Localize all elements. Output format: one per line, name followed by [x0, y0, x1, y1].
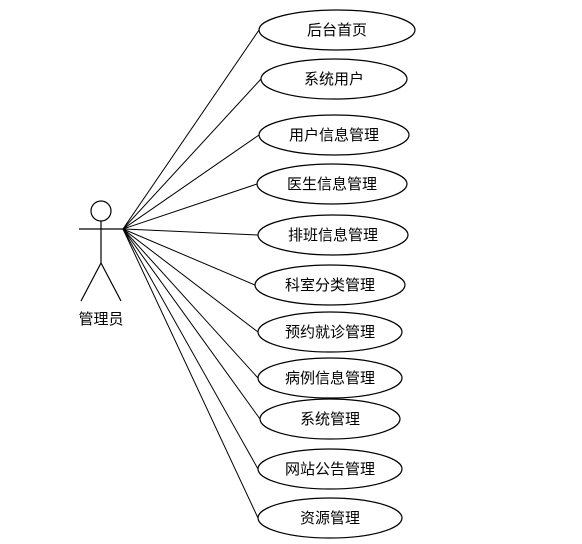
use-case-ellipse — [257, 214, 409, 256]
actor-head — [90, 200, 112, 222]
use-case: 资源管理 — [257, 497, 403, 539]
use-case: 网站公告管理 — [257, 448, 403, 490]
use-case-ellipse — [258, 114, 410, 156]
association-line — [122, 228, 261, 420]
actor-label: 管理员 — [78, 310, 123, 328]
use-case: 排班信息管理 — [257, 214, 409, 256]
use-case-ellipse — [259, 398, 401, 440]
association-line — [122, 228, 256, 286]
use-case-label: 预约就诊管理 — [285, 323, 375, 341]
use-case-ellipse — [258, 9, 416, 51]
use-case: 后台首页 — [258, 9, 416, 51]
use-case-label: 后台首页 — [307, 21, 367, 39]
use-case: 医生信息管理 — [256, 163, 408, 205]
use-case: 系统管理 — [259, 398, 401, 440]
use-case-ellipse — [256, 163, 408, 205]
use-case-label: 系统管理 — [300, 410, 360, 428]
use-case: 系统用户 — [260, 58, 408, 100]
association-line — [122, 228, 259, 379]
use-case-label: 病例信息管理 — [285, 369, 375, 387]
use-case-label: 科室分类管理 — [285, 276, 375, 294]
use-case-label: 系统用户 — [304, 70, 364, 88]
association-line — [122, 78, 262, 230]
use-case-ellipse — [257, 497, 403, 539]
use-case-label: 医生信息管理 — [287, 175, 377, 193]
association-lines — [122, 29, 262, 519]
association-line — [122, 228, 259, 470]
use-case-ellipse — [257, 448, 403, 490]
use-case-ellipse — [257, 357, 403, 399]
association-line — [122, 29, 260, 230]
use-case-ellipse — [260, 58, 408, 100]
actor: 管理员 — [78, 200, 124, 328]
use-case-label: 资源管理 — [300, 509, 360, 527]
association-line — [122, 134, 260, 230]
use-case-label: 用户信息管理 — [289, 126, 379, 144]
use-case-ellipse — [254, 264, 406, 306]
association-line — [122, 228, 259, 236]
association-line — [122, 183, 258, 230]
association-line — [122, 228, 259, 333]
association-line — [122, 228, 259, 519]
use-case-label: 排班信息管理 — [288, 226, 378, 244]
actor-left-leg — [80, 262, 102, 302]
use-case: 用户信息管理 — [258, 114, 410, 156]
use-case: 预约就诊管理 — [257, 311, 403, 353]
use-case-ellipse — [257, 311, 403, 353]
actor-right-leg — [100, 262, 122, 302]
use-case: 病例信息管理 — [257, 357, 403, 399]
use-case-label: 网站公告管理 — [285, 460, 375, 478]
use-cases: 后台首页系统用户用户信息管理医生信息管理排班信息管理科室分类管理预约就诊管理病例… — [254, 9, 416, 539]
use-case: 科室分类管理 — [254, 264, 406, 306]
